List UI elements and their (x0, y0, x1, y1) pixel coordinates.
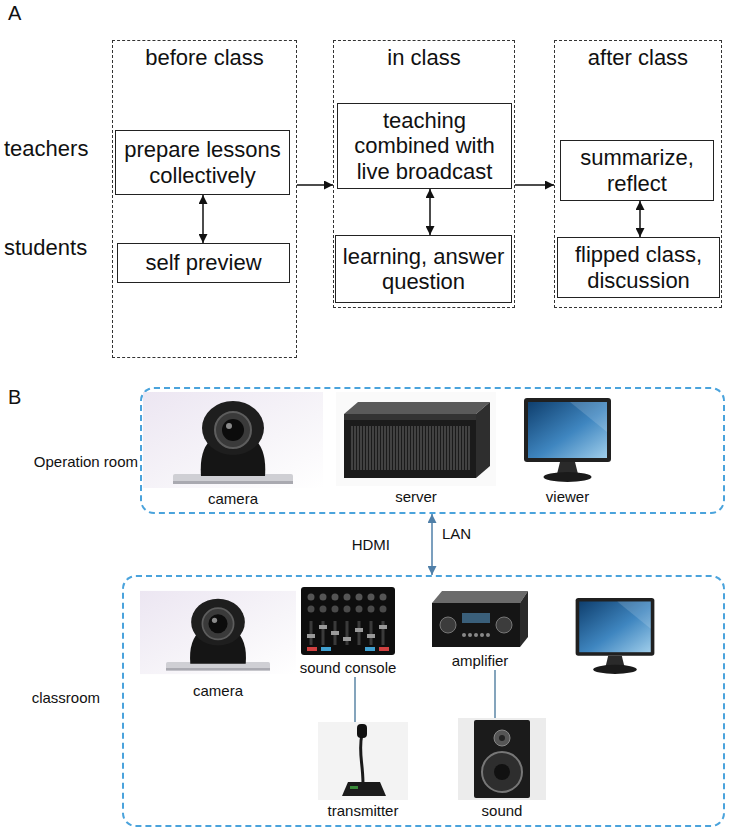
device-caption: transmitter (315, 802, 411, 820)
device-icon (293, 585, 403, 657)
process-box: teaching combined with live broadcast (337, 103, 512, 189)
edge-label: HDMI (350, 536, 392, 553)
room-heading: classroom (32, 689, 100, 707)
arrow (297, 184, 333, 186)
device: camera (140, 392, 326, 508)
device-caption: amplifier (425, 652, 535, 670)
process-box: self preview (117, 243, 290, 283)
process-box: learning, answer question (335, 235, 512, 303)
panel-letter: B (8, 386, 21, 409)
mic-illustration (315, 722, 411, 800)
device: server (333, 392, 499, 506)
server-illustration (333, 392, 499, 486)
box-label: teaching combined with live broadcast (342, 108, 507, 184)
arrow (202, 195, 204, 243)
viewer-illustration (576, 598, 655, 674)
console-illustration (293, 585, 403, 657)
device-caption: sound console (293, 659, 403, 677)
camera-illustration (140, 585, 296, 680)
box-label: prepare lessons collectively (120, 137, 285, 188)
wire (354, 677, 356, 722)
device-icon (140, 392, 326, 488)
device-icon (517, 392, 618, 486)
device: transmitter (315, 722, 411, 820)
room-heading: Operation room (34, 453, 138, 471)
phase-column: after class summarize, reflect flipped cla… (554, 40, 722, 308)
device: camera (140, 585, 296, 700)
row-label: students (4, 235, 87, 260)
box-label: learning, answer question (340, 244, 507, 295)
device-caption: server (333, 488, 499, 506)
device: sound (455, 718, 549, 820)
device: amplifier (425, 585, 535, 670)
device-icon (140, 585, 296, 680)
box-text-group: learning, answer question (340, 244, 507, 295)
column-heading: after class (555, 45, 721, 70)
room-region: classroomcamerasound consoleamplifiertra… (122, 575, 725, 827)
device-icon (455, 718, 549, 800)
viewer-illustration (517, 392, 618, 486)
device: viewer (517, 392, 618, 506)
device-icon (315, 722, 411, 800)
process-box: prepare lessons collectively (115, 130, 290, 195)
box-text-group: self preview (145, 250, 261, 275)
phase-column: before class prepare lessons collectively… (112, 40, 297, 358)
wire (494, 670, 496, 718)
panel-letter: A (8, 2, 21, 25)
box-label: summarize, reflect (565, 145, 709, 196)
camera-illustration (140, 392, 326, 488)
process-box: flipped class, discussion (557, 237, 720, 298)
device-caption: viewer (517, 488, 618, 506)
box-text-group: prepare lessons collectively (120, 137, 285, 188)
box-text-group: flipped class, discussion (562, 242, 715, 293)
arrow (639, 201, 641, 237)
arrow (431, 514, 433, 575)
device-icon (333, 392, 499, 486)
device: sound console (293, 585, 403, 677)
device-icon (425, 585, 535, 650)
column-heading: in class (334, 45, 514, 70)
speaker-illustration (455, 718, 549, 800)
box-label: self preview (145, 250, 261, 275)
amp-illustration (425, 585, 535, 650)
box-text-group: teaching combined with live broadcast (342, 108, 507, 184)
box-text-group: summarize, reflect (565, 145, 709, 196)
process-box: summarize, reflect (560, 140, 714, 201)
arrow (515, 184, 554, 186)
device-caption: sound (455, 802, 549, 820)
device-caption: camera (140, 490, 326, 508)
room-region: Operation roomcameraserverviewer (140, 387, 725, 514)
device-caption: camera (140, 682, 296, 700)
phase-column: in class teaching combined with live broa… (333, 40, 515, 308)
box-label: flipped class, discussion (562, 242, 715, 293)
column-heading: before class (113, 45, 296, 70)
connection-label: LAN (442, 525, 471, 542)
row-label: teachers (4, 136, 88, 161)
arrow (429, 189, 431, 235)
